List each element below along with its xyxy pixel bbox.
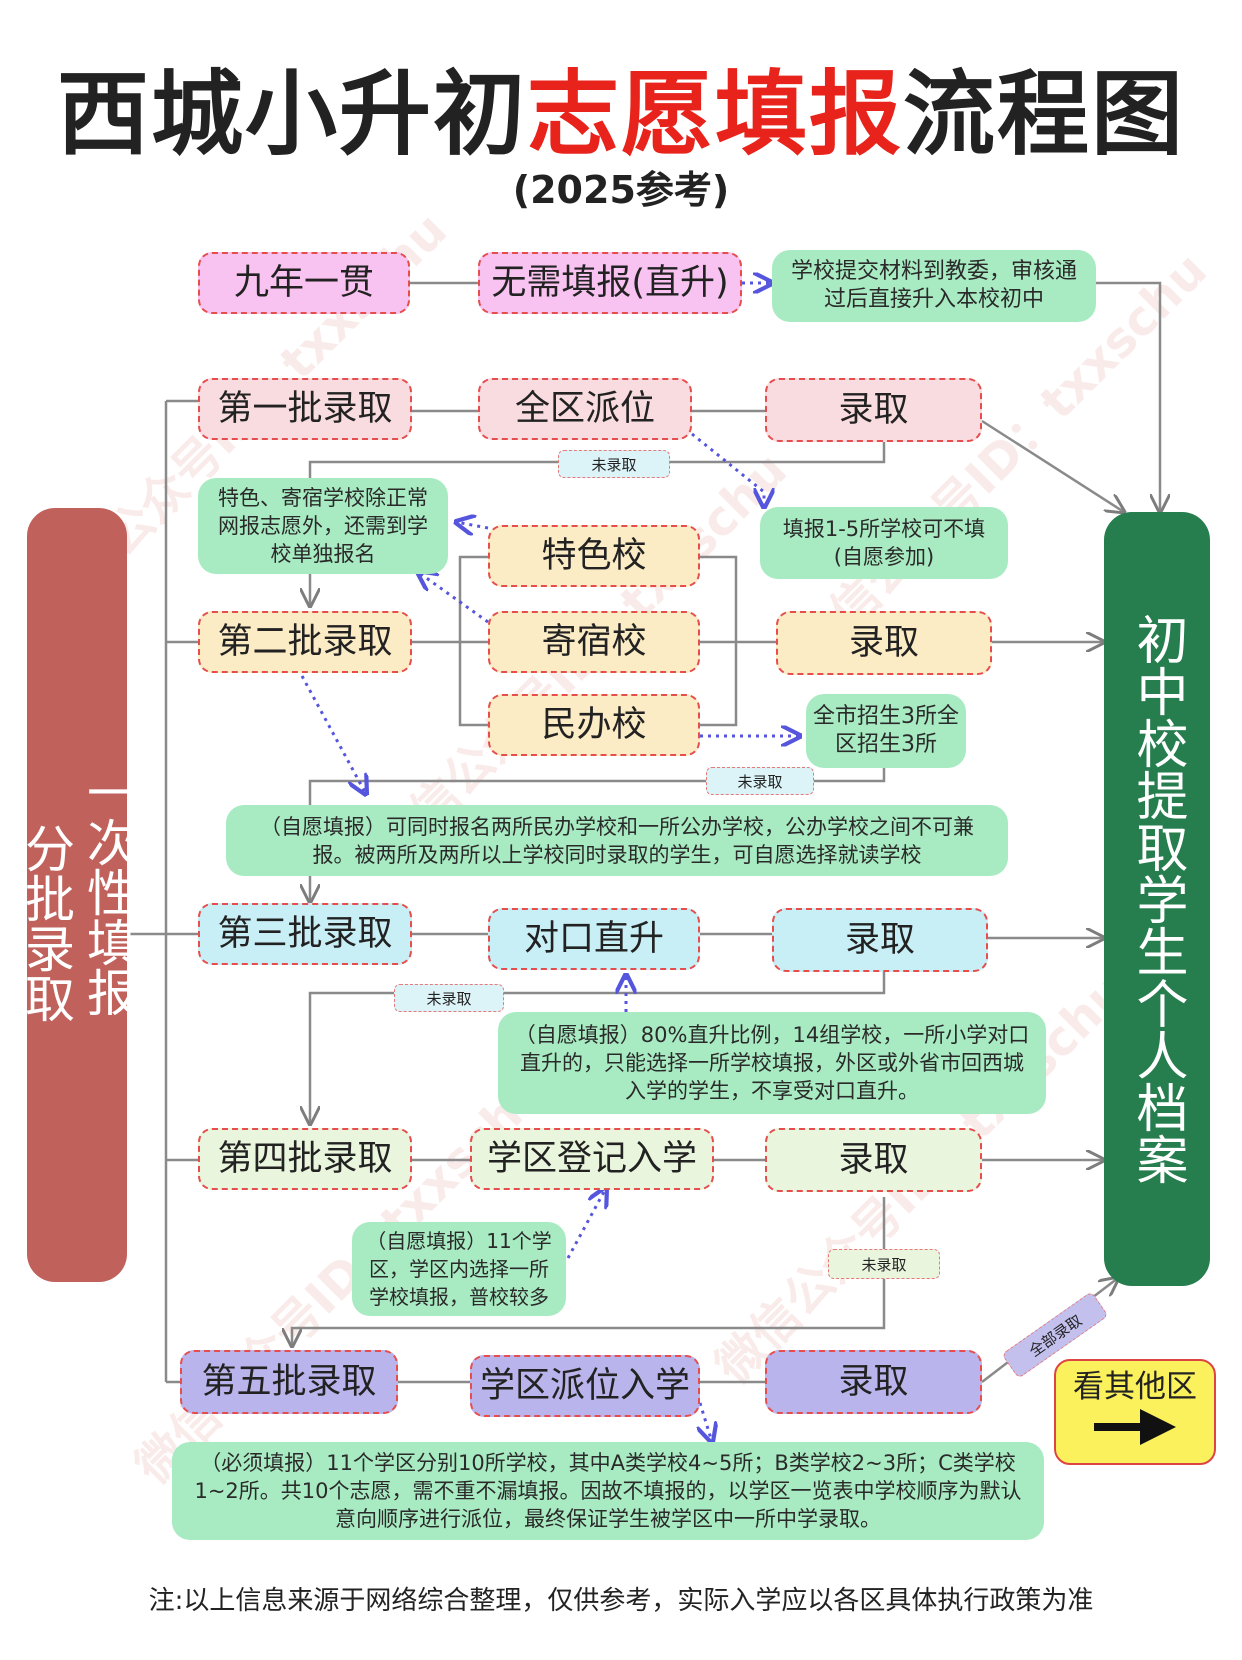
note-batch-2-post: （自愿填报）可同时报名两所民办学校和一所公办学校，公办学校之间不可兼报。被两所及…: [226, 805, 1008, 876]
box-batch-2: 第二批录取: [198, 611, 412, 673]
note-batch-2-pre: 特色、寄宿学校除正常网报志愿外，还需到学校单独报名: [198, 478, 448, 574]
title-highlight: 志愿填报: [526, 61, 903, 168]
tag-batch-4-unadmitted: 未录取: [828, 1249, 940, 1279]
tag-batch-1-unadmitted: 未录取: [558, 450, 670, 478]
see-other-label: 看其他区: [1073, 1369, 1197, 1405]
left-bar-line2: 分批录取: [17, 823, 75, 1023]
note-direct-promotion: 学校提交材料到教委，审核通过后直接升入本校初中: [772, 250, 1096, 322]
box-paired-promotion: 对口直升: [488, 908, 700, 970]
right-bar: 初中校提取学生个人档案: [1104, 512, 1210, 1286]
footer-note: 注:以上信息来源于网络综合整理，仅供参考，实际入学应以各区具体执行政策为准: [148, 1586, 1094, 1616]
right-bar-label: 初中校提取学生个人档案: [1127, 613, 1187, 1185]
box-batch-3-admitted: 录取: [772, 908, 988, 972]
box-private-school: 民办校: [488, 694, 700, 756]
box-batch-2-admitted: 录取: [776, 611, 992, 675]
box-batch-5: 第五批录取: [180, 1350, 398, 1414]
box-batch-1: 第一批录取: [198, 378, 412, 440]
tag-batch-2-unadmitted: 未录取: [706, 767, 814, 795]
title-part1: 西城小升初: [56, 61, 527, 168]
page-title: 西城小升初志愿填报流程图: [0, 55, 1242, 175]
arrow-right-icon: [1094, 1409, 1176, 1445]
box-nine-year: 九年一贯: [198, 252, 410, 314]
note-batch-3: （自愿填报）80%直升比例，14组学校，一所小学对口直升的，只能选择一所学校填报…: [498, 1012, 1046, 1114]
note-batch-4: （自愿填报）11个学区，学区内选择一所学校填报，普校较多: [352, 1222, 566, 1316]
left-bar-line1: 一次性填报: [79, 767, 137, 1017]
note-batch-1: 填报1-5所学校可不填(自愿参加): [760, 507, 1008, 579]
note-batch-2-quota: 全市招生3所全区招生3所: [806, 694, 966, 768]
box-batch-3: 第三批录取: [198, 903, 412, 965]
page-subtitle: (2025参考): [512, 168, 730, 212]
box-batch-5-admitted: 录取: [765, 1350, 982, 1414]
box-district-lottery: 全区派位: [478, 378, 692, 440]
box-specialty-school: 特色校: [488, 525, 700, 587]
title-part2: 流程图: [903, 61, 1186, 168]
box-direct-promotion: 无需填报(直升): [478, 252, 742, 314]
see-other-districts-button[interactable]: 看其他区: [1054, 1359, 1216, 1465]
left-bar: 一次性填报 分批录取: [17, 508, 137, 1282]
box-batch-4: 第四批录取: [198, 1128, 412, 1190]
note-batch-5: （必须填报）11个学区分别10所学校，其中A类学校4~5所；B类学校2~3所；C…: [172, 1442, 1044, 1540]
box-batch-4-admitted: 录取: [765, 1128, 982, 1192]
box-batch-1-admitted: 录取: [765, 378, 982, 442]
box-district-registration: 学区登记入学: [470, 1128, 714, 1190]
box-boarding-school: 寄宿校: [488, 611, 700, 673]
box-district-lottery-entry: 学区派位入学: [470, 1355, 700, 1417]
tag-batch-3-unadmitted: 未录取: [394, 984, 504, 1012]
